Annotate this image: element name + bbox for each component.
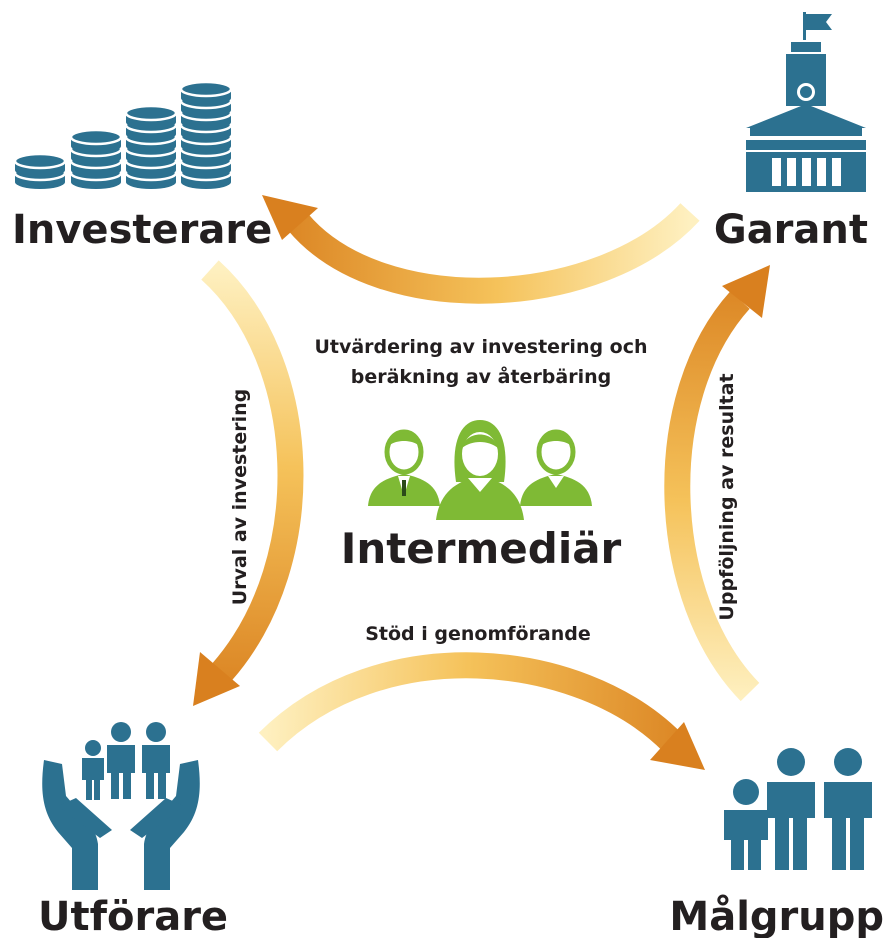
flow-top-label-line1: Utvärdering av investering och	[314, 336, 647, 358]
coin-stacks-icon	[13, 80, 233, 189]
arrow-top-guarantor-to-investor	[262, 195, 700, 304]
investor-label: Investerare	[12, 207, 272, 253]
provider-label: Utförare	[38, 894, 228, 938]
hands-holding-people-icon	[42, 722, 200, 890]
arrow-left-investor-to-provider	[193, 260, 304, 706]
flow-bottom-label: Stöd i genomförande	[365, 623, 591, 645]
arrow-bottom-provider-to-target	[258, 652, 705, 770]
flow-right-label: Uppföljning av resultat	[716, 373, 738, 620]
three-people-icon	[368, 420, 592, 520]
people-group-icon	[724, 748, 872, 870]
flow-left-label: Urval av investering	[229, 389, 251, 606]
intermediary-label: Intermediär	[341, 524, 622, 573]
flow-top-label-line2: beräkning av återbäring	[351, 364, 612, 388]
arrow-right-target-to-guarantor	[664, 265, 770, 702]
target-group-label: Målgrupp	[669, 893, 884, 938]
guarantor-label: Garant	[714, 207, 868, 253]
city-hall-icon	[746, 12, 866, 192]
